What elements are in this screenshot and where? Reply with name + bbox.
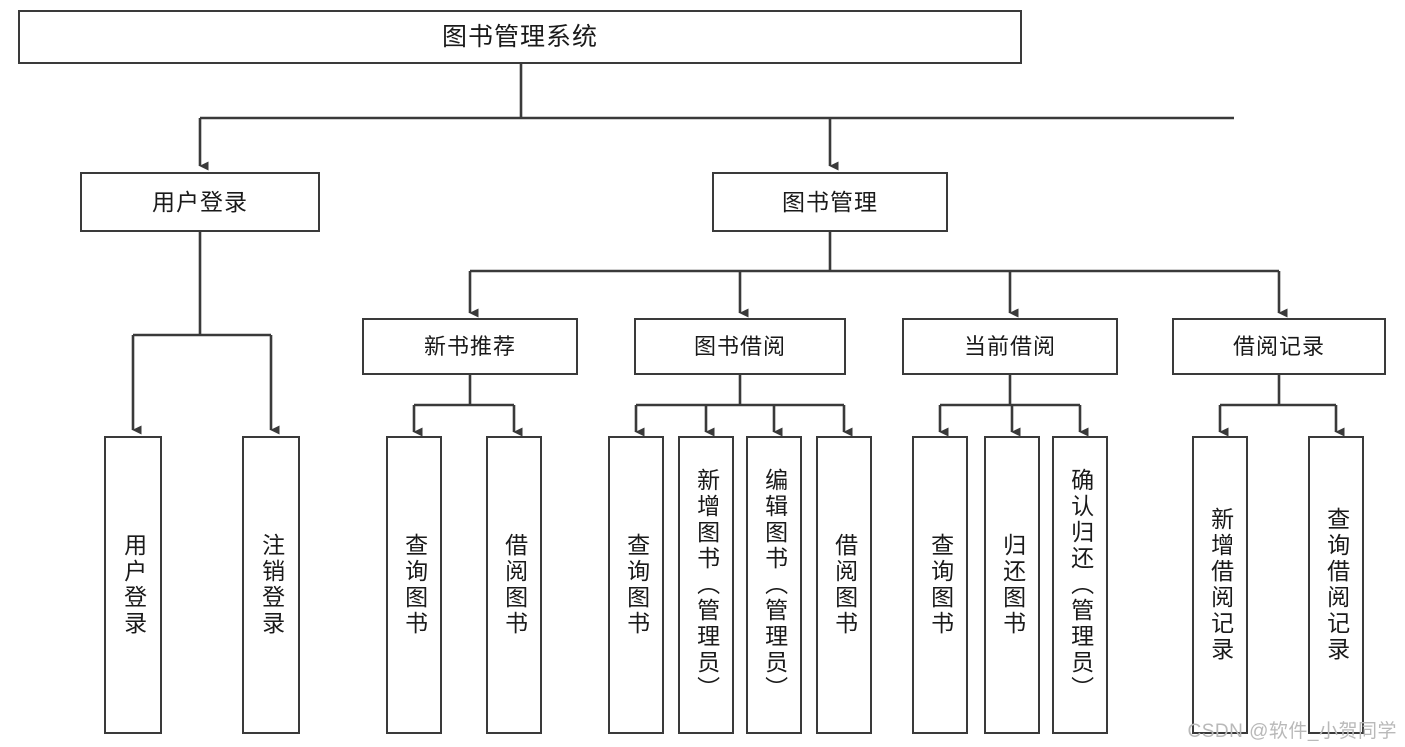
leaf-confirm-return-admin[interactable]: 确认归还（管理员） [1052,436,1108,734]
node-book-management[interactable]: 图书管理 [712,172,948,232]
leaf-label: 编辑图书（管理员） [761,468,788,702]
leaf-label: 借阅图书 [831,533,858,637]
leaf-label: 查询借阅记录 [1323,507,1350,663]
leaf-label: 查询图书 [623,533,650,637]
node-current-borrow-label: 当前借阅 [963,333,1056,359]
node-root-label: 图书管理系统 [441,22,598,51]
node-user-login-label: 用户登录 [152,188,248,215]
node-book-borrow-label: 图书借阅 [693,333,786,359]
leaf-query-book-borrow[interactable]: 查询图书 [608,436,664,734]
leaf-borrow-book-newbook[interactable]: 借阅图书 [486,436,542,734]
leaf-label: 新增图书（管理员） [693,468,720,702]
leaf-logout-login[interactable]: 注销登录 [242,436,300,734]
leaf-label: 借阅图书 [501,533,528,637]
node-root[interactable]: 图书管理系统 [18,10,1022,64]
leaf-label: 归还图书 [999,533,1026,637]
node-new-book-recommend[interactable]: 新书推荐 [362,318,578,375]
leaf-label: 用户登录 [120,533,147,637]
leaf-edit-book-admin[interactable]: 编辑图书（管理员） [746,436,802,734]
node-book-management-label: 图书管理 [782,188,878,215]
node-user-login[interactable]: 用户登录 [80,172,320,232]
csdn-watermark: CSDN @软件_小贺同学 [1187,721,1397,742]
node-book-borrow[interactable]: 图书借阅 [634,318,846,375]
node-borrow-record-label: 借阅记录 [1232,333,1325,359]
leaf-label: 查询图书 [927,533,954,637]
leaf-query-borrow-record[interactable]: 查询借阅记录 [1308,436,1364,734]
node-new-book-recommend-label: 新书推荐 [423,333,516,359]
leaf-borrow-book[interactable]: 借阅图书 [816,436,872,734]
node-borrow-record[interactable]: 借阅记录 [1172,318,1386,375]
leaf-label: 注销登录 [258,533,285,637]
leaf-label: 确认归还（管理员） [1067,468,1094,702]
leaf-user-login[interactable]: 用户登录 [104,436,162,734]
leaf-add-borrow-record[interactable]: 新增借阅记录 [1192,436,1248,734]
leaf-add-book-admin[interactable]: 新增图书（管理员） [678,436,734,734]
leaf-label: 查询图书 [401,533,428,637]
leaf-query-book-newbook[interactable]: 查询图书 [386,436,442,734]
leaf-label: 新增借阅记录 [1207,507,1234,663]
node-current-borrow[interactable]: 当前借阅 [902,318,1118,375]
leaf-query-book-current[interactable]: 查询图书 [912,436,968,734]
leaf-return-book[interactable]: 归还图书 [984,436,1040,734]
